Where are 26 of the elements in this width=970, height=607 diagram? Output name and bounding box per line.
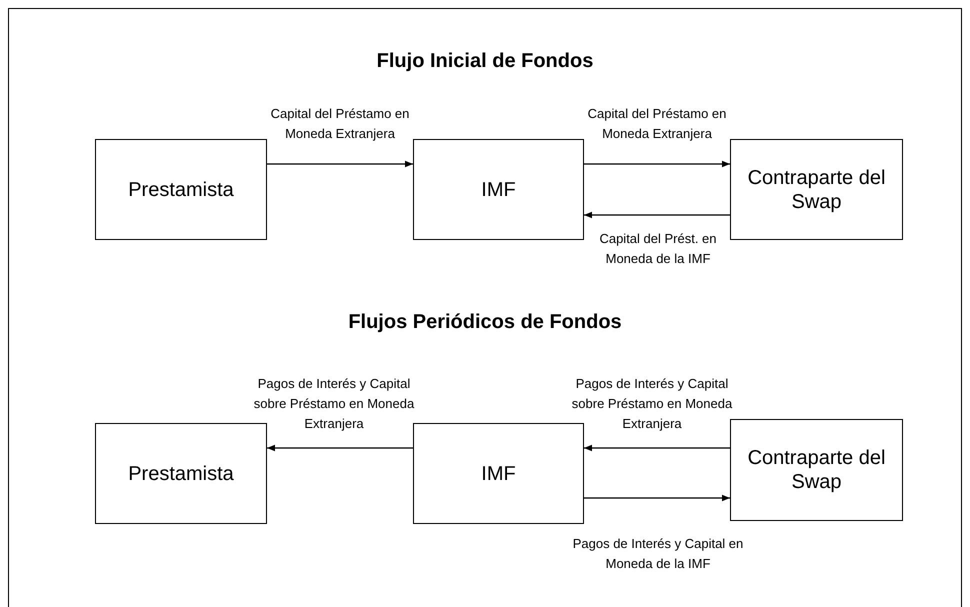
node-label: Prestamista [128, 178, 234, 202]
section-heading: Flujos Periódicos de Fondos [347, 311, 623, 334]
process-box [413, 139, 584, 240]
arrow [267, 160, 413, 168]
process-box [730, 139, 903, 240]
edge-label: Pagos de Interés y Capital en Moneda de la IMF [572, 535, 744, 573]
arrow [584, 212, 730, 218]
edge-label: Capital del Prést. en Moneda de la IMF [599, 230, 717, 268]
process-box [95, 139, 267, 240]
arrow [584, 444, 730, 452]
edge-label: Capital del Préstamo en Moneda Extranjera [586, 105, 728, 143]
node-label: Contraparte del Swap [746, 166, 886, 214]
process-box [730, 419, 903, 521]
node-label: Prestamista [128, 462, 234, 486]
node-label: IMF [481, 462, 516, 486]
node-label: Contraparte del Swap [746, 446, 886, 494]
process-box [413, 423, 584, 524]
edge-label: Pagos de Interés y Capital sobre Préstamo en Moneda Extranjera [252, 375, 416, 433]
title: Flujo Inicial de Fondos [376, 50, 594, 73]
arrow [584, 160, 730, 168]
edge-label: Pagos de Interés y Capital sobre Préstamo en Moneda Extranjera [570, 375, 734, 433]
arrow [267, 444, 413, 452]
edge-label: Capital del Préstamo en Moneda Extranjera [270, 105, 410, 143]
process-box [95, 423, 267, 524]
node-label: IMF [481, 178, 516, 202]
arrow [584, 494, 730, 502]
